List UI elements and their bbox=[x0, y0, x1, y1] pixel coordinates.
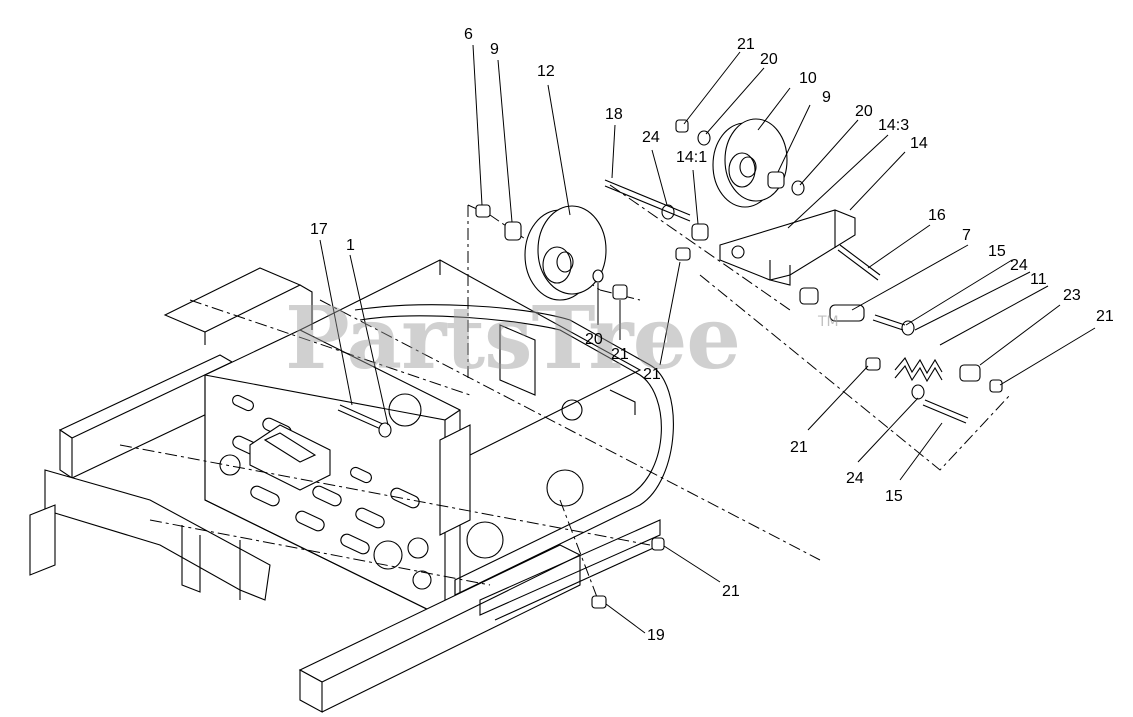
callout-24: 24 bbox=[846, 470, 864, 487]
pulley-left-12 bbox=[524, 205, 607, 301]
callout-21: 21 bbox=[737, 36, 755, 53]
callout-21: 21 bbox=[722, 583, 740, 600]
callout-23: 23 bbox=[1063, 287, 1081, 304]
callout-15: 15 bbox=[988, 243, 1006, 260]
callout-17: 17 bbox=[310, 221, 328, 238]
callout-9: 9 bbox=[490, 41, 499, 58]
trademark-symbol: TM bbox=[818, 314, 839, 330]
callout-15: 15 bbox=[885, 488, 903, 505]
callout-21: 21 bbox=[1096, 308, 1114, 325]
callout-21: 21 bbox=[611, 346, 629, 363]
callout-10: 10 bbox=[799, 70, 817, 87]
partstree-watermark: PartsTree bbox=[285, 288, 741, 389]
callout-16: 16 bbox=[928, 207, 946, 224]
callout-11: 11 bbox=[1030, 271, 1047, 288]
callout-7: 7 bbox=[962, 227, 971, 244]
callout-14: 14 bbox=[910, 135, 928, 152]
callout-21: 21 bbox=[643, 366, 661, 383]
callout-18: 18 bbox=[605, 106, 623, 123]
callout-1: 1 bbox=[346, 237, 355, 254]
callout-20: 20 bbox=[760, 51, 778, 68]
callout-9: 9 bbox=[822, 89, 831, 106]
callout-20: 20 bbox=[855, 103, 873, 120]
callout-14-3: 14:3 bbox=[878, 117, 910, 134]
callout-12: 12 bbox=[537, 63, 555, 80]
callout-21: 21 bbox=[790, 439, 808, 456]
leader-lines bbox=[319, 44, 1096, 634]
pulley-right-10 bbox=[712, 118, 788, 208]
assembly-lines bbox=[119, 184, 1011, 606]
callout-14-1: 14:1 bbox=[676, 149, 708, 166]
callout-24: 24 bbox=[1010, 257, 1028, 274]
callout-24: 24 bbox=[642, 129, 660, 146]
callout-6: 6 bbox=[464, 26, 473, 43]
frame-assembly bbox=[29, 259, 674, 713]
idler-arm-14 bbox=[719, 209, 856, 286]
callout-19: 19 bbox=[647, 627, 665, 644]
callout-20: 20 bbox=[585, 331, 603, 348]
